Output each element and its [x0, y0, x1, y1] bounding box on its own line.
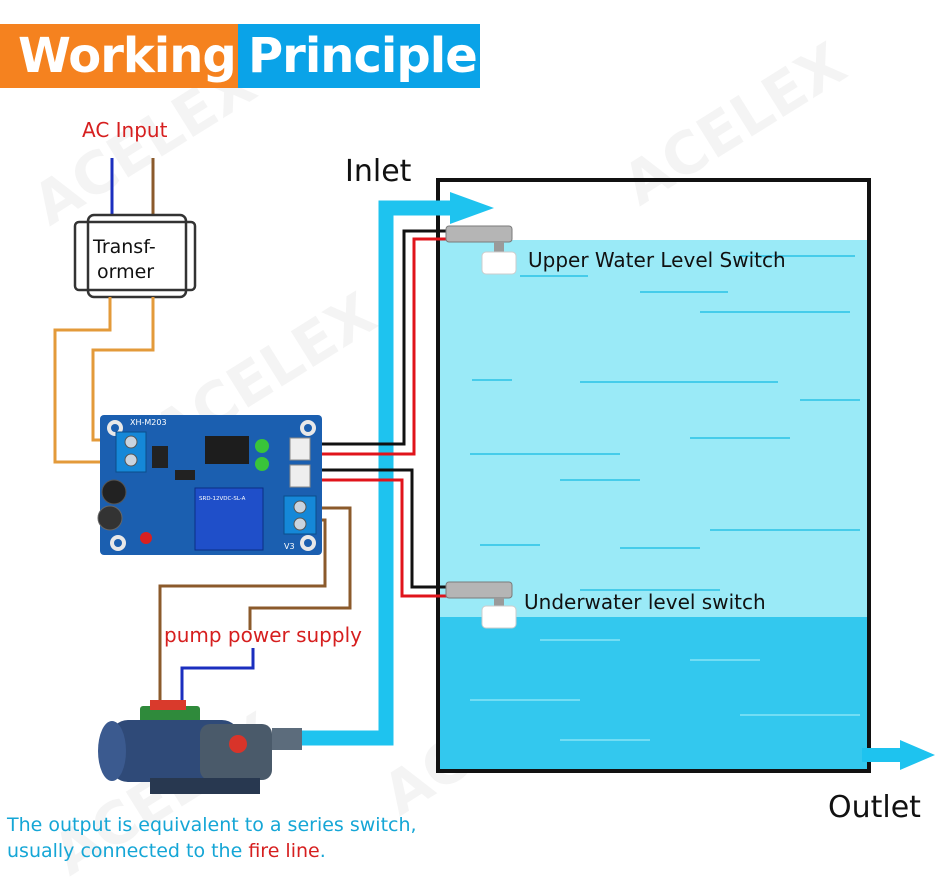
outlet-pipe [862, 748, 906, 762]
upper-float-switch [445, 225, 517, 275]
outlet-arrow [900, 740, 935, 770]
inlet-label: Inlet [345, 154, 412, 189]
water-ripples-dark [470, 639, 860, 741]
transformer [73, 213, 197, 299]
transformer-label-line1: Transf- [93, 236, 156, 258]
fire-line-highlight: fire line [248, 840, 320, 862]
board-v3-label: V3 [284, 542, 295, 551]
transformer-wire-1 [53, 297, 118, 464]
pump-power-label: pump power supply [164, 623, 362, 647]
footer-line2: usually connected to the fire line. [7, 840, 326, 862]
upper-water [440, 240, 867, 618]
lower-switch-label: Underwater level switch [524, 590, 766, 614]
footer-line1: The output is equivalent to a series swi… [7, 814, 417, 836]
relay-label: SRD-12VDC-SL-A [199, 496, 246, 502]
lower-water [440, 617, 867, 769]
footer-line2-suffix: . [319, 840, 326, 862]
outlet-label: Outlet [828, 790, 921, 825]
board-model-label: XH-M203 [130, 418, 167, 427]
lower-float-switch [445, 581, 517, 629]
water-pump [98, 700, 302, 794]
transformer-label-line2: ormer [97, 261, 155, 283]
title-working: Working [0, 24, 238, 88]
upper-switch-black-wire [300, 229, 450, 446]
ac-input-label: AC Input [82, 118, 168, 142]
water-ripples [470, 255, 860, 591]
footer-line2-prefix: usually connected to the [7, 840, 249, 862]
controller-board [97, 415, 322, 555]
title-principle: Principle [238, 24, 480, 88]
pump-wire-blue [180, 648, 255, 712]
inlet-pipe [300, 200, 455, 746]
lower-switch-black-wire [300, 468, 450, 589]
inlet-arrow [450, 192, 494, 224]
lower-switch-red-wire [300, 478, 450, 598]
pump-wire-brown-1 [248, 506, 352, 630]
water-tank [436, 178, 871, 773]
upper-switch-red-wire [300, 237, 450, 456]
upper-switch-label: Upper Water Level Switch [528, 248, 786, 272]
